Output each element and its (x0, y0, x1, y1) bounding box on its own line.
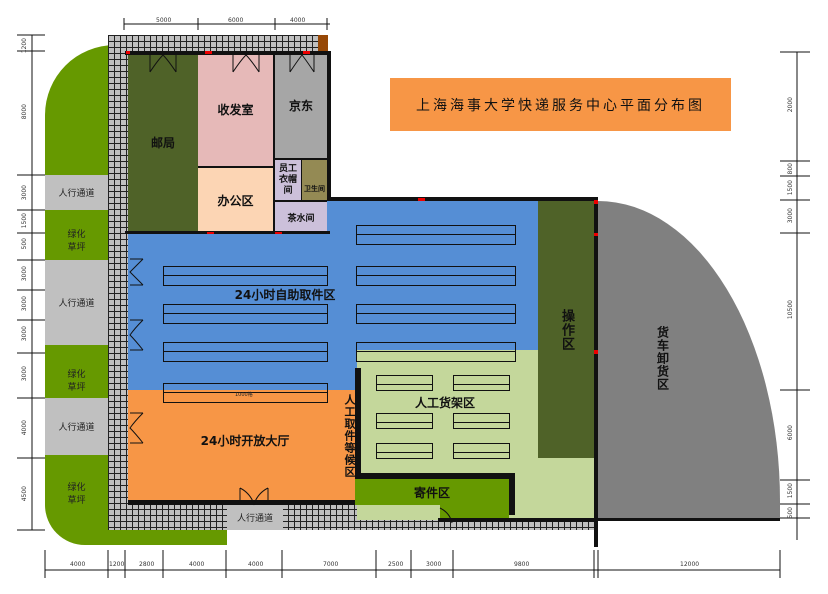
shelf (163, 342, 328, 362)
walkway-bottom[interactable]: 人行通道 (227, 505, 283, 530)
dim-left: 3000 (21, 326, 28, 342)
dim-bottom: 7000 (323, 561, 339, 568)
dim-right: 1500 (787, 483, 794, 499)
shelf (376, 413, 433, 429)
shelf (453, 443, 510, 459)
lawn-label-3: 绿化草坪 (45, 475, 108, 511)
shelf (163, 304, 328, 324)
door-icon (232, 54, 260, 73)
dim-top: 6000 (228, 17, 244, 24)
dim-left: 3000 (21, 296, 28, 312)
dim-bottom: 2500 (388, 561, 404, 568)
dim-left: 8000 (21, 104, 28, 120)
wall-bottom-right (438, 518, 598, 522)
wall-bottom (128, 500, 355, 505)
dim-right: 1500 (787, 180, 794, 196)
room-toilet: 卫生间 (302, 160, 327, 200)
room-post-office: 邮局 (128, 53, 198, 232)
zone-send: 寄件区 (355, 479, 509, 505)
dim-bottom: 2800 (139, 561, 155, 568)
label-truck-unload: 货车卸货区 (655, 325, 670, 391)
room-locker: 员工衣帽间 (275, 160, 302, 200)
dim-left: 3000 (21, 266, 28, 282)
dim-left: 3000 (21, 185, 28, 201)
shelf-note: 1000格 (235, 392, 253, 398)
corner-block (318, 35, 328, 51)
wall-send-right (509, 473, 515, 515)
label-manual-shelf: 人工货架区 (414, 395, 475, 410)
wall-top-right (327, 197, 598, 201)
dim-bottom: 1200 (109, 561, 125, 568)
dim-right: 500 (787, 507, 794, 519)
wall-top (125, 51, 330, 55)
zone-open-hall (128, 390, 355, 503)
dim-bottom: 12000 (680, 561, 700, 568)
wall-manual-bottom (355, 473, 515, 479)
door-icon (439, 507, 453, 524)
walkway-1: 人行通道 (45, 175, 108, 210)
dim-left: 500 (21, 238, 28, 250)
dim-bottom: 4000 (189, 561, 205, 568)
dim-bottom: 4000 (70, 561, 86, 568)
dim-top: 4000 (290, 17, 306, 24)
dim-left: 1500 (21, 213, 28, 229)
lawn-text: 绿化草坪 (67, 483, 86, 506)
shelf (453, 375, 510, 391)
dim-right: 3000 (787, 208, 794, 224)
wall-manual-left (355, 368, 361, 478)
label-open-hall: 24小时开放大厅 (200, 433, 290, 448)
shelf (356, 304, 516, 324)
shelf (453, 413, 510, 429)
dim-left: 4000 (21, 420, 28, 436)
shelf (163, 383, 328, 403)
door-icon (149, 54, 177, 73)
shelf (356, 266, 516, 286)
dim-right: 800 (787, 163, 794, 175)
lawn-label-2: 绿化草坪 (45, 362, 108, 398)
shelf (356, 342, 516, 362)
door-icon (129, 319, 144, 351)
room-jd: 京东 (275, 53, 327, 160)
truck-bottom-line (598, 518, 780, 521)
dim-bottom: 9800 (514, 561, 530, 568)
door-icon (289, 54, 315, 73)
dim-bottom: 4000 (248, 561, 264, 568)
wall-right-upper (327, 51, 331, 201)
label-manual-wait: 人工取件等候区 (343, 394, 356, 478)
walkway-2: 人行通道 (45, 260, 108, 345)
lawn-text: 绿化草坪 (67, 230, 86, 253)
zone-self-pickup-top (327, 200, 538, 240)
locker-text: 员工衣帽间 (278, 163, 297, 196)
lawn-text: 绿化草坪 (67, 370, 86, 393)
tile-wall-top (108, 35, 318, 53)
page-title: 上海海事大学快递服务中心平面分布图 (390, 78, 731, 131)
shelf (376, 443, 433, 459)
walkway-3: 人行通道 (45, 398, 108, 455)
shelf (376, 375, 433, 391)
dim-left: 3000 (21, 366, 28, 382)
room-office: 办公区 (198, 168, 275, 232)
dim-left: 4500 (21, 486, 28, 502)
shelf (356, 225, 516, 245)
label-self-pickup: 24小时自助取件区 (234, 287, 336, 302)
door-icon (239, 487, 269, 506)
room-mail: 收发室 (198, 53, 275, 168)
dim-right: 2000 (787, 97, 794, 113)
door-icon (129, 412, 144, 444)
dim-right: 10500 (787, 300, 794, 320)
dim-top: 5000 (156, 17, 172, 24)
dim-bottom: 3000 (426, 561, 442, 568)
lawn-label-1: 绿化草坪 (45, 222, 108, 258)
room-tea: 茶水间 (275, 200, 327, 232)
dim-right: 6000 (787, 425, 794, 441)
zone-operation: 操作区 (538, 201, 595, 458)
tile-wall-left (108, 35, 128, 530)
zone-send-lower (440, 505, 509, 520)
wall-operation (594, 197, 598, 547)
dim-left: 1200 (21, 38, 28, 54)
door-icon (129, 258, 144, 286)
shelf (163, 266, 328, 286)
wall-mid (125, 231, 330, 234)
